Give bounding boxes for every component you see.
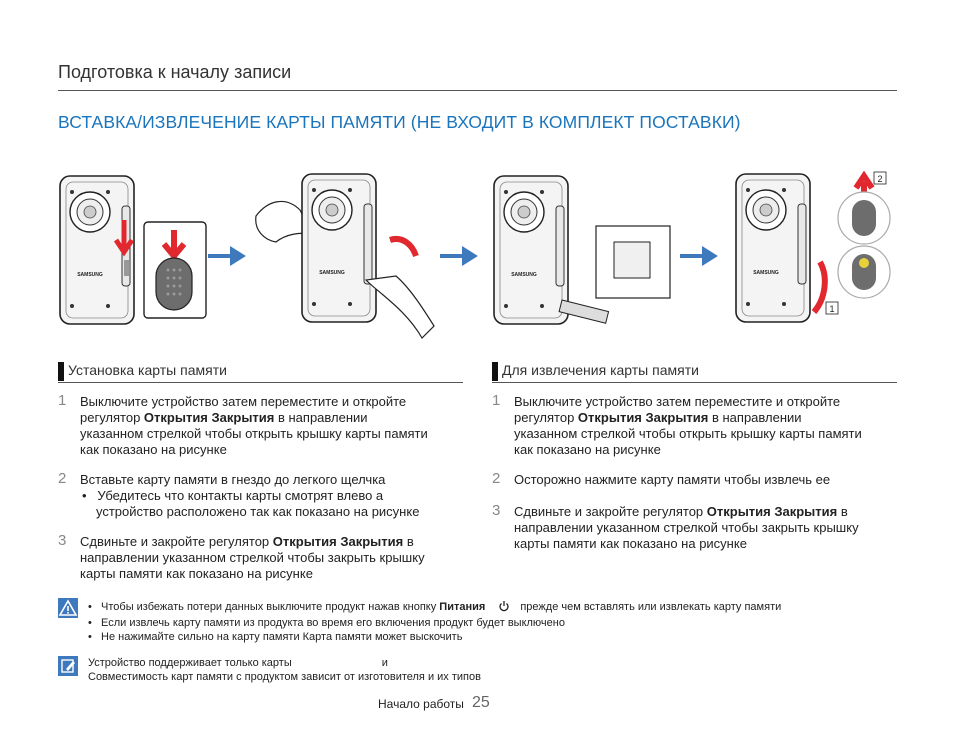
step-text: Сдвиньте и закройте регулятор Открытия З… [80, 534, 425, 581]
header-divider [58, 90, 897, 91]
step-badge-1 [825, 301, 839, 315]
brand-logo-1: SAMSUNG [77, 272, 103, 278]
step-text: Выключите устройство затем переместите и… [514, 394, 862, 457]
hand-left [255, 200, 314, 243]
curved-arrow-icon [389, 236, 419, 258]
curved-arrow-icon [811, 260, 828, 314]
subheading-divider [492, 382, 897, 383]
next-arrow-icon [208, 246, 246, 266]
step-number: 2 [492, 470, 501, 487]
brand-logo-4: SAMSUNG [753, 270, 779, 276]
subheading-marker [58, 362, 64, 381]
step-number: 1 [58, 392, 67, 409]
camera-2: SAMSUNG [301, 173, 377, 323]
caution-list: • Чтобы избежать потери данных выключите… [88, 600, 782, 643]
section-header: Подготовка к началу записи [58, 62, 292, 82]
brand-logo-3: SAMSUNG [511, 272, 537, 278]
note-icon [58, 656, 78, 676]
brand-logo-2: SAMSUNG [319, 270, 345, 276]
subheading-divider [58, 382, 463, 383]
down-arrow-icon [113, 220, 135, 257]
next-arrow-icon [680, 246, 718, 266]
down-arrow-icon [161, 230, 187, 261]
hand-right [364, 275, 435, 339]
svg-text:1: 1 [829, 304, 834, 314]
page-number: 25 [472, 694, 490, 711]
step-text: Осторожно нажмите карту памяти чтобы изв… [514, 472, 831, 487]
camera-3: SAMSUNG [493, 175, 569, 325]
step-number: 3 [58, 532, 67, 549]
memory-card [613, 241, 651, 279]
step-text: Выключите устройство затем переместите и… [80, 394, 428, 457]
camera-1: SAMSUNG [59, 175, 135, 325]
next-arrow-icon [440, 246, 478, 266]
page-title: ВСТАВКА/ИЗВЛЕЧЕНИЕ КАРТЫ ПАМЯТИ (НЕ ВХОД… [58, 112, 741, 132]
step-text: Сдвиньте и закройте регулятор Открытия З… [514, 504, 859, 551]
subheading-marker [492, 362, 498, 381]
svg-text:2: 2 [877, 174, 882, 184]
insert-heading: Установка карты памяти [68, 362, 227, 378]
step-number: 3 [492, 502, 501, 519]
step-number: 1 [492, 392, 501, 409]
eject-heading: Для извлечения карты памяти [502, 362, 699, 378]
step-number: 2 [58, 470, 67, 487]
step-text: Вставьте карту памяти в гнездо до легког… [80, 472, 420, 519]
camera-4: SAMSUNG [735, 173, 811, 323]
footer-label: Начало работы [378, 697, 464, 711]
warning-icon [58, 598, 78, 618]
card-cover [558, 299, 610, 324]
instruction-illustration: SAMSUNG SAMSUNG SAMSUNG SAMSUNG [59, 170, 891, 339]
slider-grip [155, 257, 193, 311]
power-icon [498, 600, 510, 616]
step-badge-2 [873, 171, 887, 185]
